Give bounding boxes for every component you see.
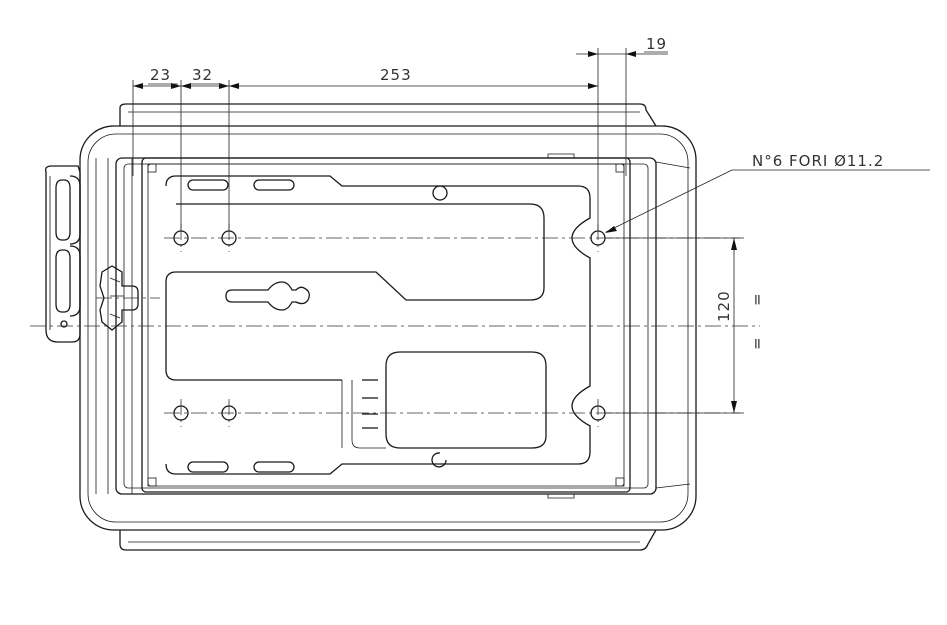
equal-mark-lower: =	[748, 336, 766, 350]
hole-leader	[605, 169, 930, 233]
right-dimension	[606, 237, 744, 414]
dimension-23: 23	[150, 66, 171, 84]
mounting-plate	[141, 157, 631, 493]
center-lines	[30, 224, 760, 427]
equal-mark-upper: =	[748, 292, 766, 306]
dimension-19: 19	[646, 35, 667, 53]
dimension-32: 32	[192, 66, 213, 84]
outer-body	[79, 103, 697, 551]
slots	[187, 179, 448, 473]
top-dimensions	[132, 48, 668, 230]
dimension-253: 253	[380, 66, 412, 84]
hole-callout-note: N°6 FORI Ø11.2	[752, 152, 884, 170]
dimension-120: 120	[715, 290, 733, 322]
mounting-holes	[173, 230, 606, 421]
